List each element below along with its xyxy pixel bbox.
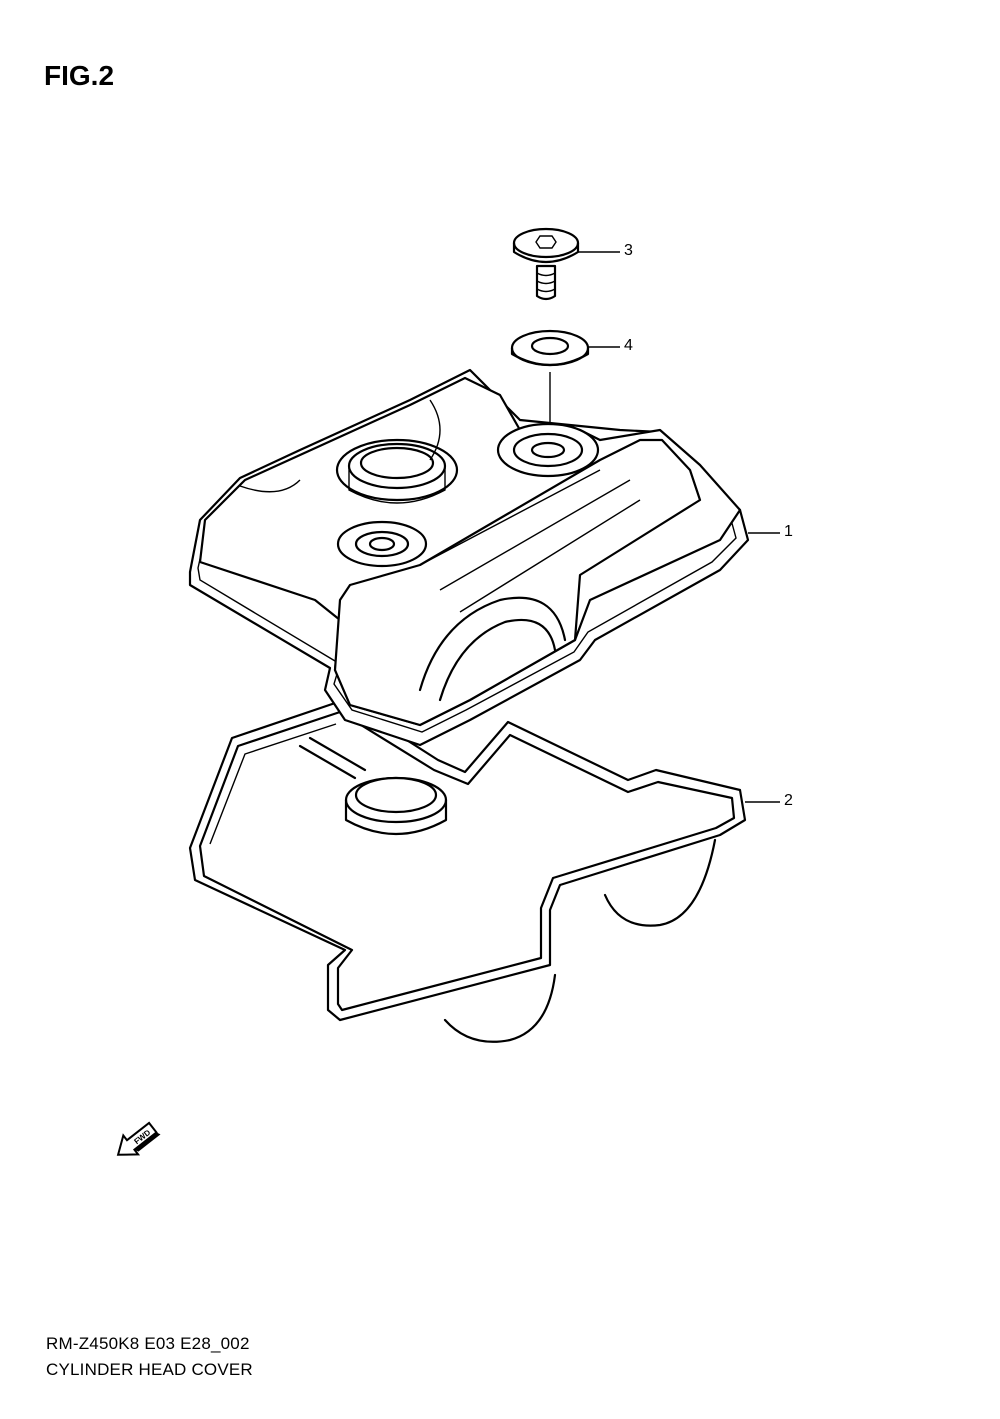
- washer-seal-part: [510, 329, 590, 367]
- footer-caption: CYLINDER HEAD COVER: [46, 1360, 253, 1379]
- bolt-part: [512, 227, 580, 301]
- callout-2: 2: [784, 792, 793, 809]
- callout-4: 4: [624, 337, 633, 354]
- cylinder-head-cover-part: [188, 368, 750, 747]
- footer-code: RM-Z450K8 E03 E28_002: [46, 1334, 250, 1353]
- figure-title: FIG.2: [44, 60, 115, 91]
- callout-1: 1: [784, 523, 793, 540]
- callout-3: 3: [624, 242, 633, 259]
- gasket-part: [188, 698, 747, 1043]
- fwd-arrow-icon: FWD: [116, 1121, 161, 1156]
